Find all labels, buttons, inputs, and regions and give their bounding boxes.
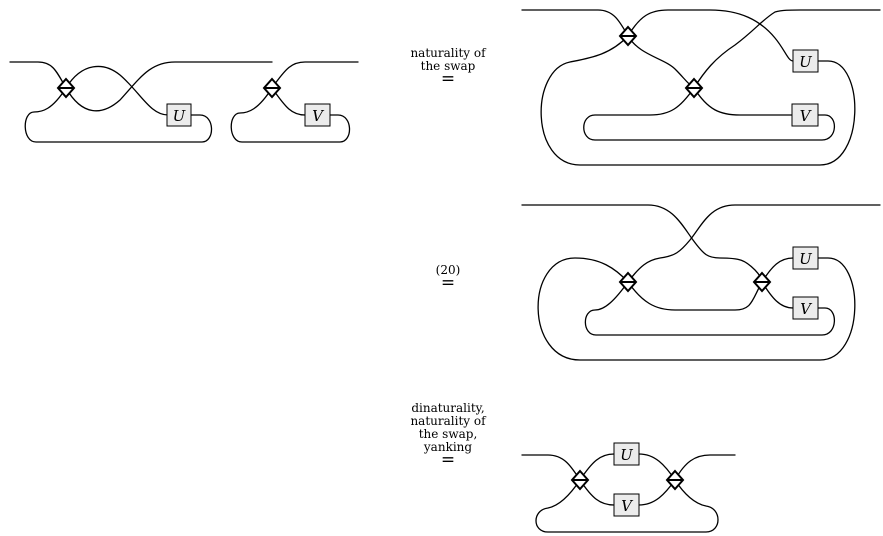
swap-diamond xyxy=(618,25,638,47)
box-u: U xyxy=(166,103,192,127)
box-u-label: U xyxy=(620,446,634,464)
box-u-label: U xyxy=(173,107,187,125)
equals-sign: = xyxy=(440,273,456,293)
box-u-label: U xyxy=(799,53,813,71)
box-v-label: V xyxy=(800,107,813,125)
wire xyxy=(540,35,856,166)
swap-diamond xyxy=(618,271,638,293)
wire xyxy=(693,87,793,116)
annotation-line: (20) xyxy=(435,263,461,277)
wire xyxy=(693,9,881,89)
wire xyxy=(674,454,736,481)
step-label-eq20: (20) = xyxy=(378,263,518,293)
wire xyxy=(521,204,763,283)
wire xyxy=(65,65,169,116)
wire xyxy=(230,87,351,143)
box-v-label: V xyxy=(800,300,813,318)
wire xyxy=(583,87,836,141)
wire xyxy=(627,35,695,89)
annotation-line: naturality of xyxy=(410,46,486,60)
wire xyxy=(24,87,213,143)
annotation-line: dinaturality, xyxy=(411,401,485,415)
equals-sign: = xyxy=(440,69,456,89)
wire xyxy=(271,61,359,89)
swap-diamond xyxy=(665,469,685,491)
annotation-line: the swap xyxy=(420,59,476,73)
step-label-dinaturality: dinaturality, naturality of the swap, ya… xyxy=(378,401,518,470)
wire xyxy=(65,61,273,112)
diagram-left-side: U V xyxy=(9,61,359,143)
equals-sign: = xyxy=(440,450,456,470)
wire xyxy=(537,257,856,361)
diagram-result: U V xyxy=(521,442,736,533)
swap-diamond xyxy=(56,77,76,99)
wire xyxy=(535,479,719,533)
annotation-line: naturality of xyxy=(410,414,486,428)
wire xyxy=(521,9,629,37)
wire xyxy=(627,9,794,62)
box-u: U xyxy=(613,442,640,466)
box-u-label: U xyxy=(799,250,813,268)
swap-diamond xyxy=(570,469,590,491)
swap-diamond xyxy=(684,77,704,99)
box-u: U xyxy=(792,49,819,73)
wire xyxy=(9,61,67,89)
wire xyxy=(584,281,836,336)
box-v: V xyxy=(613,493,640,517)
wire xyxy=(627,204,881,283)
wire xyxy=(521,454,581,481)
diagram-step1: U V xyxy=(521,9,881,166)
box-v-label: V xyxy=(621,497,634,515)
wire xyxy=(627,281,763,311)
box-v-label: V xyxy=(312,107,325,125)
box-v: V xyxy=(791,103,819,127)
swap-diamond xyxy=(262,77,282,99)
box-v: V xyxy=(304,103,331,127)
swap-diamond xyxy=(752,271,772,293)
box-u: U xyxy=(792,246,819,270)
box-v: V xyxy=(792,296,819,320)
annotation-line: yanking xyxy=(423,440,473,454)
diagram-step2: U V xyxy=(521,204,881,361)
step-label-naturality: naturality of the swap = xyxy=(378,46,518,89)
annotation-line: the swap, xyxy=(418,427,478,441)
